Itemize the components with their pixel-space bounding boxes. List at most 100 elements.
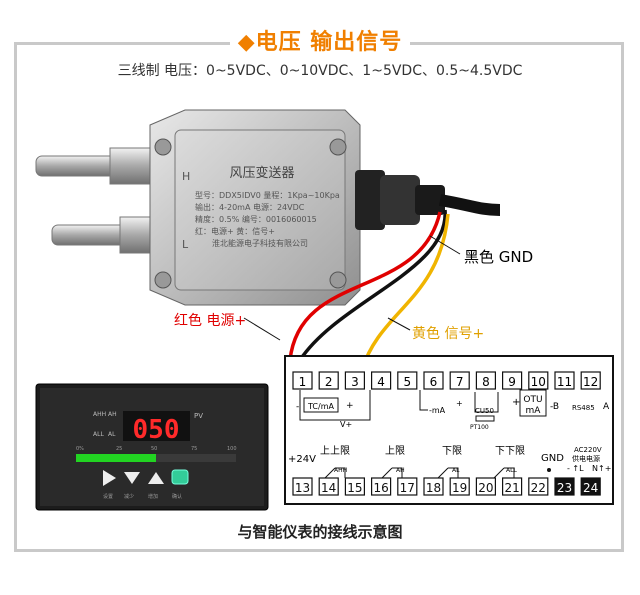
terminal-14 [318, 477, 339, 496]
black-wire-label: 黑色 GND [464, 248, 534, 266]
cu50-plus: + [456, 399, 463, 408]
terminal-label-17: 17 [400, 481, 415, 495]
terminal-22 [528, 477, 549, 496]
terminal-label-8: 8 [482, 375, 490, 389]
down-label: 下限 [442, 445, 462, 457]
terminal-6 [423, 371, 444, 390]
pressure-transmitter: 风压变送器 H L 型号：DDX5IDV0 量程：1Kpa~10Kpa 输出：4… [149, 109, 361, 306]
terminal-label-11: 11 [557, 375, 572, 389]
terminal-label-9: 9 [508, 375, 516, 389]
black-cable [439, 194, 501, 216]
terminal-label-19: 19 [452, 481, 467, 495]
terminal-label-16: 16 [373, 481, 388, 495]
terminal-label-12: 12 [583, 375, 598, 389]
terminal-5 [397, 371, 418, 390]
terminal-15 [344, 477, 365, 496]
gnd-label: GND [541, 453, 564, 464]
p24v-label: +24V [288, 454, 316, 465]
terminal-23 [554, 477, 575, 496]
terminal-label-10: 10 [531, 375, 546, 389]
sensor-line-2: 输出：4-20mA 电源：24VDC [195, 202, 305, 212]
terminal-16 [371, 477, 392, 496]
bar-scale-25: 25 [116, 446, 122, 452]
l-label: - ↑L [567, 464, 584, 473]
bar-scale-100: 100 [227, 446, 237, 452]
terminal-label-7: 7 [456, 375, 464, 389]
port-h-label: H [182, 170, 190, 183]
diagram-caption: 与智能仪表的接线示意图 [237, 523, 403, 541]
relay-all: ALL [506, 467, 517, 474]
yellow-wire-label: 黄色 信号+ [412, 326, 485, 342]
yellow-leader [387, 317, 411, 331]
meter-ind-ah: AH [108, 411, 117, 418]
terminal-label-1: 1 [299, 375, 307, 389]
meter-display: 050 [133, 415, 180, 445]
terminal-18 [423, 477, 444, 496]
meter-btn-up[interactable] [148, 472, 164, 484]
sensor-line-5: 淮北能源电子科技有限公司 [212, 238, 308, 248]
meter-btn-label-1: 设置 [103, 493, 113, 500]
otu-plus: + [512, 397, 520, 408]
terminal-11 [554, 371, 575, 390]
bar-scale-0: 0% [76, 446, 84, 452]
terminal-label-24: 24 [583, 481, 598, 495]
terminal-19 [449, 477, 470, 496]
red-wire-label: 红色 电源+ [174, 313, 247, 329]
meter-btn-set[interactable] [103, 470, 116, 486]
terminal-13 [292, 477, 313, 496]
cu50-label: CU50 [475, 407, 494, 415]
diagram-subtitle: 三线制 电压：0~5VDC、0~10VDC、1~5VDC、0.5~4.5VDC [117, 63, 523, 79]
vplus-label: V+ [340, 420, 352, 429]
terminal-label-14: 14 [321, 481, 336, 495]
up-label: 上限 [385, 445, 405, 457]
b-label: -B [550, 402, 559, 412]
cable-gland [355, 170, 445, 230]
meter-btn-label-2: 减少 [124, 493, 134, 500]
meter-btn-label-4: 确认 [172, 493, 182, 500]
terminal-10 [528, 371, 549, 390]
relay-ah: AH [396, 467, 405, 474]
terminal-7 [449, 371, 470, 390]
terminal-label-5: 5 [403, 375, 411, 389]
terminal-label-15: 15 [347, 481, 362, 495]
terminal-1 [292, 371, 313, 390]
diagram-title: ◆电压 输出信号 [229, 30, 411, 56]
terminal-label-21: 21 [504, 481, 519, 495]
meter-ind-all: ALL [93, 431, 104, 438]
black-wire [298, 209, 447, 370]
red-wire [288, 211, 442, 480]
bar-scale-75: 75 [191, 446, 197, 452]
terminal-3 [344, 371, 365, 390]
black-leader [429, 235, 461, 255]
sensor-name: 风压变送器 [229, 165, 294, 181]
relay-al: AL [452, 467, 460, 474]
meter-btn-label-3: 增加 [148, 493, 158, 500]
downdown-label: 下下限 [495, 445, 525, 457]
otu-ma-label: mA [526, 406, 542, 416]
relay-ahh: AHH [334, 467, 347, 474]
yellow-wire [360, 213, 450, 371]
terminal-4 [371, 371, 392, 390]
pt100-label: PT100 [470, 424, 489, 431]
terminal-2 [318, 371, 339, 390]
terminal-label-23: 23 [557, 481, 572, 495]
meter-pv: PV [194, 412, 203, 420]
meter-btn-down[interactable] [124, 472, 140, 484]
terminal-8 [475, 371, 496, 390]
sensor-line-1: 型号：DDX5IDV0 量程：1Kpa~10Kpa [195, 191, 340, 200]
terminal-label-2: 2 [325, 375, 333, 389]
terminal-21 [502, 477, 523, 496]
tcma-plus: + [346, 401, 354, 411]
pressure-port-l [51, 216, 161, 254]
terminal-label-13: 13 [295, 481, 310, 495]
red-leader [243, 317, 281, 341]
panel-meter: AHH AH ALL AL 050 PV 0% 25 50 75 100 设置 … [35, 383, 269, 511]
a-label: A [603, 402, 610, 412]
meter-btn-enter[interactable] [171, 469, 189, 485]
terminal-12 [580, 371, 601, 390]
bar-scale-50: 50 [151, 446, 157, 452]
terminal-17 [397, 477, 418, 496]
meter-bar-fill [76, 454, 156, 462]
